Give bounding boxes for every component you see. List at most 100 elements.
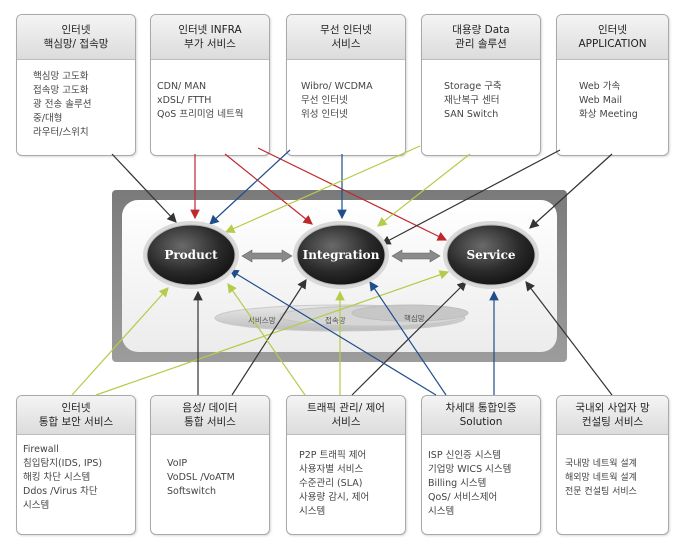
- box-internet-application: 인터넷 APPLICATION Web 가속 Web Mail 화상 Meeti…: [556, 14, 669, 156]
- list-item: Billing 시스템: [428, 478, 487, 489]
- list-item: Web 가속: [579, 81, 621, 92]
- list-item: 무선 인터넷: [301, 95, 348, 106]
- box-header: 차세대 통합인증 Solution: [422, 396, 540, 435]
- header-line: 대용량 Data: [452, 24, 510, 36]
- list-item: 사용량 감시, 제어: [299, 492, 370, 503]
- connector-line: [351, 281, 467, 396]
- box-body: 핵심망 고도화 접속망 고도화 광 전송 솔루션 중/대형 라우터/스위치: [17, 60, 135, 140]
- box-body: Storage 구축 재난복구 센터 SAN Switch: [422, 60, 540, 122]
- list-item: 사용자별 서비스: [299, 464, 364, 475]
- connector-line: [228, 269, 437, 396]
- double-arrow-integration-service: [391, 249, 441, 263]
- box-internet-core-access: 인터넷 핵심망/ 접속망 핵심망 고도화 접속망 고도화 광 전송 솔루션 중/…: [16, 14, 136, 156]
- list-item: 국내망 네트웍 설계: [565, 459, 637, 469]
- list-item: 재난복구 센터: [444, 95, 500, 106]
- node-service-label: Service: [466, 248, 515, 262]
- ring-label-left: 서비스망: [248, 315, 276, 325]
- header-line: 부가 서비스: [184, 38, 236, 50]
- list-item: Wibro/ WCDMA: [301, 81, 373, 92]
- connector-line: [525, 281, 613, 396]
- header-line: 국내외 사업자 망: [575, 402, 650, 414]
- list-item: Web Mail: [579, 95, 623, 106]
- header-line: 컨설팅 서비스: [581, 416, 644, 428]
- list-item: SAN Switch: [444, 109, 499, 120]
- box-data-management: 대용량 Data 관리 솔루션 Storage 구축 재난복구 센터 SAN S…: [421, 14, 541, 156]
- connector-line: [224, 153, 313, 225]
- ring-label-middle: 접속망: [325, 315, 346, 325]
- box-header: 음성/ 데이터 통합 서비스: [151, 396, 269, 435]
- ring-label-right: 핵심망: [404, 313, 425, 323]
- list-item: CDN/ MAN: [157, 81, 207, 92]
- header-line: 차세대 통합인증: [445, 402, 517, 414]
- header-line: Solution: [459, 416, 503, 428]
- header-line: 통합 보안 서비스: [38, 416, 114, 428]
- list-item: xDSL/ FTTH: [157, 95, 212, 106]
- node-product-label: Product: [164, 248, 218, 262]
- box-body: Firewall 침입탐지(IDS, IPS) 해킹 차단 시스템 Ddos /…: [17, 435, 135, 513]
- list-item: VoDSL /VoATM: [167, 472, 235, 483]
- box-header: 인터넷 통합 보안 서비스: [17, 396, 135, 435]
- list-item: QoS 프리미엄 네트웍: [157, 109, 244, 120]
- list-item: 광 전송 솔루션: [33, 99, 92, 110]
- header-line: 통합 서비스: [184, 416, 236, 428]
- box-internet-infra: 인터넷 INFRA 부가 서비스 CDN/ MAN xDSL/ FTTH QoS…: [150, 14, 270, 156]
- box-body: VoIP VoDSL /VoATM Softswitch: [151, 435, 269, 499]
- list-item: Ddos /Virus 차단: [23, 486, 98, 497]
- connector-line: [369, 281, 447, 396]
- header-line: 핵심망/ 접속망: [43, 38, 109, 50]
- box-header: 국내외 사업자 망 컨설팅 서비스: [557, 396, 668, 435]
- list-item: 시스템: [23, 500, 50, 511]
- connector-line: [224, 145, 421, 233]
- header-line: 인터넷 INFRA: [178, 24, 242, 36]
- list-item: 기업망 WICS 시스템: [428, 464, 512, 475]
- box-header: 인터넷 APPLICATION: [557, 15, 668, 60]
- node-product: Product: [143, 221, 239, 289]
- connector-line: [111, 153, 177, 223]
- box-header: 트래픽 관리/ 제어 서비스: [287, 396, 405, 435]
- list-item: 접속망 고도화: [33, 85, 89, 96]
- list-item: 해킹 차단 시스템: [23, 472, 91, 483]
- header-line: 무선 인터넷: [320, 24, 372, 36]
- box-integrated-auth: 차세대 통합인증 Solution ISP 신인증 시스템 기업망 WICS 시…: [421, 395, 541, 535]
- connector-line: [71, 287, 169, 396]
- box-header: 무선 인터넷 서비스: [287, 15, 405, 60]
- connector-line: [377, 153, 471, 227]
- header-line: APPLICATION: [578, 38, 647, 50]
- list-item: 시스템: [428, 506, 455, 517]
- double-arrow-product-integration: [241, 249, 293, 263]
- header-line: 서비스: [331, 416, 361, 428]
- box-body: CDN/ MAN xDSL/ FTTH QoS 프리미엄 네트웍: [151, 60, 269, 122]
- node-service: Service: [443, 221, 539, 289]
- list-item: 침입탐지(IDS, IPS): [23, 458, 103, 469]
- box-body: Wibro/ WCDMA 무선 인터넷 위성 인터넷: [287, 60, 405, 122]
- list-item: 전문 컨설팅 서비스: [565, 487, 637, 497]
- box-body: ISP 신인증 시스템 기업망 WICS 시스템 Billing 시스템 QoS…: [422, 435, 540, 519]
- header-line: 인터넷: [61, 24, 91, 36]
- list-item: Softswitch: [167, 486, 217, 497]
- list-item: Storage 구축: [444, 81, 502, 92]
- list-item: 화상 Meeting: [579, 109, 638, 120]
- list-item: 해외망 네트웍 설계: [565, 473, 637, 483]
- box-traffic-control: 트래픽 관리/ 제어 서비스 P2P 트래픽 제어 사용자별 서비스 수준관리 …: [286, 395, 406, 535]
- box-body: 국내망 네트웍 설계 해외망 네트웍 설계 전문 컨설팅 서비스: [557, 435, 668, 499]
- box-internet-security: 인터넷 통합 보안 서비스 Firewall 침입탐지(IDS, IPS) 해킹…: [16, 395, 136, 535]
- box-header: 인터넷 핵심망/ 접속망: [17, 15, 135, 60]
- header-line: 관리 솔루션: [455, 38, 507, 50]
- connector-line: [257, 147, 448, 241]
- connector-line: [380, 149, 561, 245]
- box-header: 인터넷 INFRA 부가 서비스: [151, 15, 269, 60]
- list-item: 라우터/스위치: [33, 127, 89, 138]
- list-item: 수준관리 (SLA): [299, 478, 363, 489]
- list-item: 중/대형: [33, 113, 63, 124]
- connector-line: [227, 283, 306, 396]
- list-item: P2P 트래픽 제어: [299, 450, 367, 461]
- connector-line: [529, 153, 613, 229]
- node-integration-label: Integration: [303, 248, 380, 262]
- box-wireless-internet: 무선 인터넷 서비스 Wibro/ WCDMA 무선 인터넷 위성 인터넷: [286, 14, 406, 156]
- header-line: 서비스: [331, 38, 361, 50]
- box-voice-data: 음성/ 데이터 통합 서비스 VoIP VoDSL /VoATM Softswi…: [150, 395, 270, 535]
- list-item: QoS/ 서비스제어: [428, 492, 498, 503]
- box-body: Web 가속 Web Mail 화상 Meeting: [557, 60, 668, 122]
- header-line: 인터넷: [61, 402, 91, 414]
- box-consulting: 국내외 사업자 망 컨설팅 서비스 국내망 네트웍 설계 해외망 네트웍 설계 …: [556, 395, 669, 535]
